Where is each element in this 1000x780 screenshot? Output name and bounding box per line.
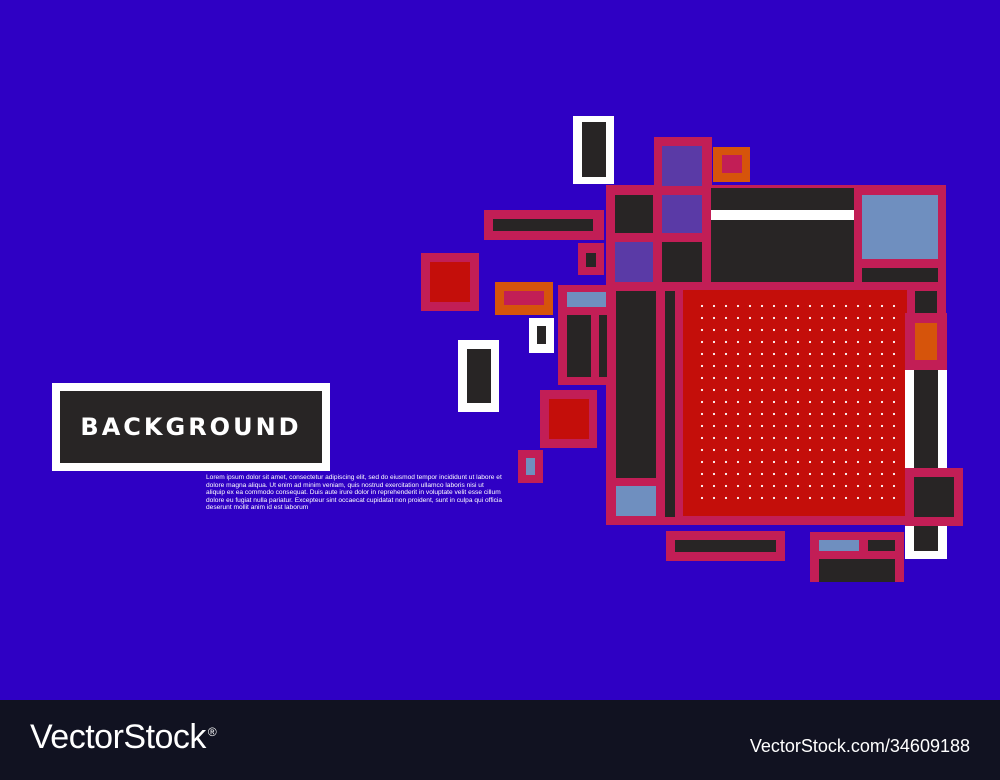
blue-block-top-right: [862, 195, 938, 259]
small-dark-inner: [586, 253, 596, 267]
tiny-blue-inner: [526, 458, 535, 475]
white-stripe: [711, 210, 854, 220]
footer-bar: VectorStock® VectorStock.com/34609188: [0, 700, 1000, 780]
image-id: VectorStock.com/34609188: [749, 736, 970, 756]
dark-col-left-b: [599, 315, 607, 377]
registered-mark: ®: [207, 724, 217, 739]
purple-square-mid: [662, 195, 702, 233]
red-square-lower: [549, 399, 589, 439]
dark-strip-top-right: [862, 268, 938, 282]
red-square-left: [430, 262, 470, 302]
dark-wide-block: [711, 188, 854, 282]
title-frame: BACKGROUND: [52, 383, 330, 471]
blue-block-bottom-left: [616, 486, 656, 516]
orange-block-right: [915, 323, 937, 360]
dark-inner-tall-top: [582, 122, 606, 177]
dark-col-left-a: [567, 315, 591, 377]
dark-column-left: [616, 291, 656, 478]
dark-strip-bottom-b: [819, 559, 895, 582]
body-paragraph: Lorem ipsum dolor sit amet, consectetur …: [206, 474, 503, 512]
blue-strip-bottom: [819, 540, 859, 551]
logo-text: VectorStock: [30, 718, 206, 756]
crimson-bar-in-orange: [504, 291, 544, 305]
dark-block-left-top: [615, 195, 653, 233]
dark-strip-bottom-a: [868, 540, 895, 551]
blue-strip-left: [567, 292, 606, 307]
dark-inner-tall-left: [467, 349, 491, 403]
geometric-artwork: [421, 116, 963, 582]
dark-thin-column: [665, 291, 675, 517]
dark-square-mid: [662, 242, 702, 282]
purple-block-left: [615, 242, 653, 282]
dark-bar-left: [493, 219, 593, 231]
dark-inner-small: [537, 326, 546, 344]
dark-bar-bottom: [675, 540, 776, 552]
dark-square-bottom-right: [914, 477, 954, 517]
purple-square-top: [662, 146, 702, 186]
dot-grid: [695, 296, 899, 508]
title: BACKGROUND: [80, 413, 302, 441]
title-panel: BACKGROUND: [60, 391, 322, 463]
crimson-inner-orange-top: [722, 155, 742, 173]
footer-logo: VectorStock®: [30, 718, 217, 757]
